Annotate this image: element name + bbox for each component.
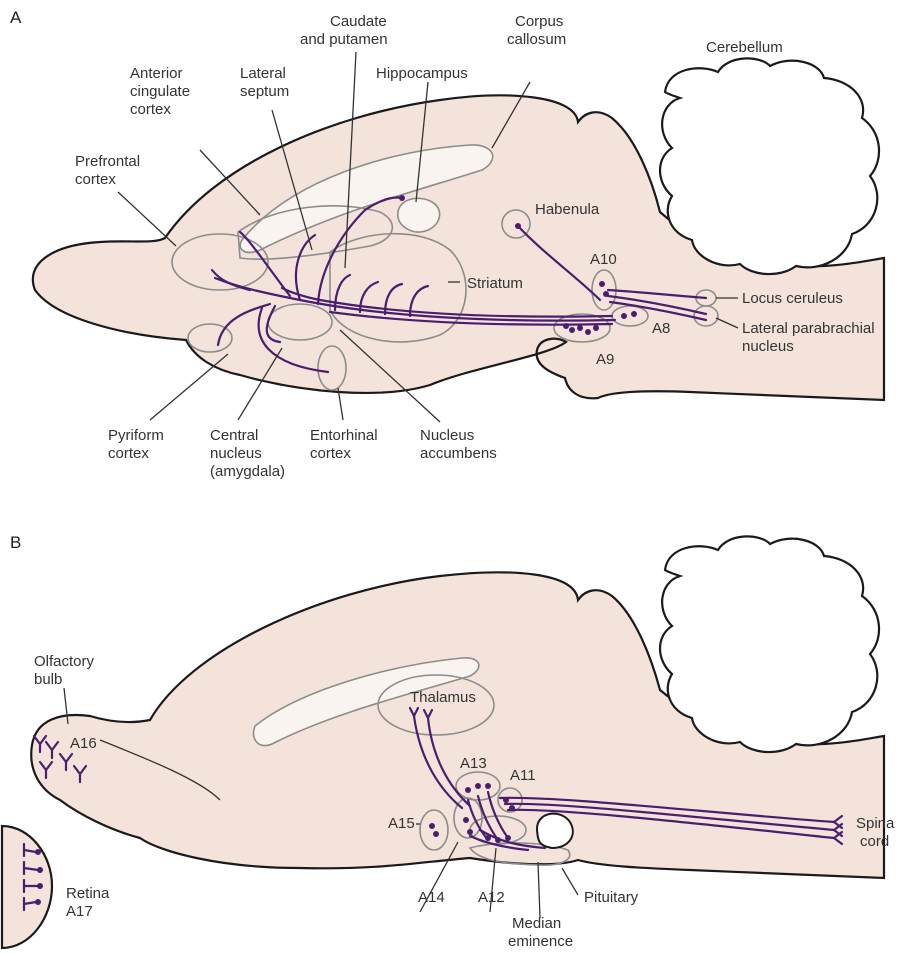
a9-cell [585,329,591,335]
a14-cell [463,817,469,823]
a11-cell [503,797,509,803]
label-a14: A14 [418,889,445,906]
a9-cell [569,327,575,333]
label-locus: Locus ceruleus [742,290,843,307]
cerebellum-b [660,536,879,752]
a12-cell [485,835,491,841]
label-entorhinal: Entorhinalcortex [310,427,378,462]
leader-prefrontal [118,192,176,246]
retina-cell [37,867,43,873]
a9-cell [563,323,569,329]
panel-a: A [10,8,884,480]
hippocampus-terminal [399,195,405,201]
label-a11: A11 [510,767,536,784]
label-a9: A9 [596,351,614,368]
label-hippocampus: Hippocampus [376,65,468,82]
habenula-terminal [515,223,521,229]
label-thalamus: Thalamus [410,689,476,706]
label-habenula: Habenula [535,201,600,218]
a10-cell [603,291,609,297]
a14-cell [467,829,473,835]
panel-a-letter: A [10,8,22,27]
a10-cell [599,281,605,287]
leader-pituitary [562,868,578,895]
a13-cell [465,787,471,793]
label-median: Medianeminence [508,915,573,950]
a9-cell [593,325,599,331]
a8-cell [621,313,627,319]
label-pyriform: Pyriformcortex [108,427,164,462]
label-striatum: Striatum [467,275,523,292]
a11-cell [509,805,515,811]
label-a16: A16 [70,735,97,752]
retina-cell [37,883,43,889]
panel-b: B [2,533,895,950]
label-pituitary: Pituitary [584,889,639,906]
label-anterior-cingulate: Anteriorcingulatecortex [130,65,190,118]
label-a12: A12 [478,889,505,906]
label-a8: A8 [652,320,670,337]
label-a15: A15 [388,815,415,832]
a15-cell [429,823,435,829]
retina-cell [35,899,41,905]
hippocampus-region [398,198,440,232]
a13-cell [475,783,481,789]
a8-cell [631,311,637,317]
leader-pyriform [150,354,228,420]
cerebellum-a [660,58,879,274]
label-a13: A13 [460,755,487,772]
a15-cell [433,831,439,837]
a12-cell [505,835,511,841]
a13-cell [485,783,491,789]
pituitary-notch [537,814,573,848]
label-caudate: Caudateand putamen [300,13,388,48]
label-a10: A10 [590,251,617,268]
label-cerebellum: Cerebellum [706,39,783,56]
a9-cell [577,325,583,331]
leader-median [538,862,540,918]
retina-cell [35,849,41,855]
panel-b-letter: B [10,533,21,552]
a12-cell [495,837,501,843]
